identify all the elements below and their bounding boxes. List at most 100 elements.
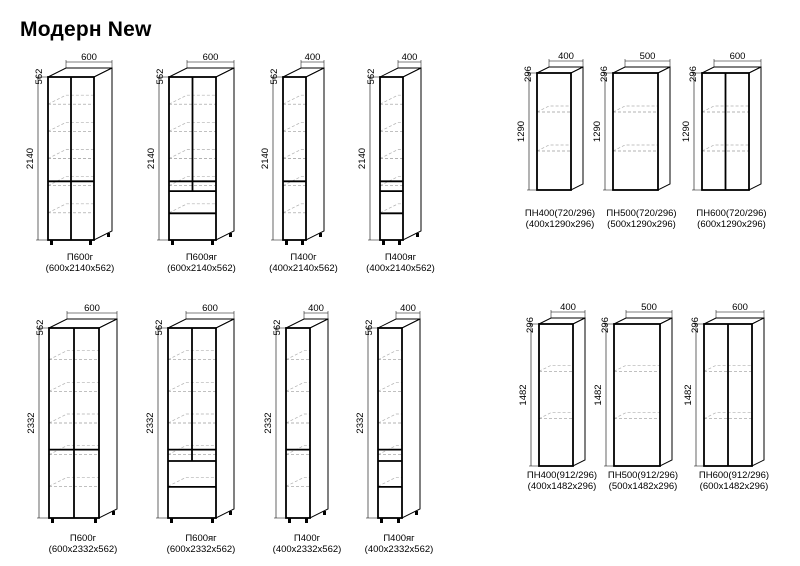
cabinet-name-caption: ПН400(912/296) [527, 470, 597, 481]
cabinet-front [613, 323, 661, 467]
cabinet-size-caption: (600х2332х562) [167, 544, 236, 555]
cabinet-side-face [751, 317, 765, 467]
height-dimension: 2140 [146, 148, 157, 169]
cabinet-side-face [659, 317, 673, 467]
height-dimension: 1290 [681, 121, 692, 142]
depth-dimension: 562 [269, 69, 280, 85]
depth-dimension: 562 [272, 320, 283, 336]
shelf-line [48, 476, 117, 487]
cabinet-leg [416, 233, 419, 237]
shelf-line [48, 381, 117, 392]
cabinet-leg [107, 233, 110, 237]
depth-dimension: 562 [155, 69, 166, 85]
cabinet-size-caption: (600х2140х562) [46, 263, 115, 274]
cabinet-name-caption: П400г [294, 533, 321, 544]
cabinet-size-caption: (600х1290х296) [697, 219, 766, 230]
cabinet-leg [305, 518, 308, 523]
cabinet-name-caption: П600яг [185, 533, 217, 544]
cabinet-name-caption: П600г [67, 252, 94, 263]
cabinet-side-face [215, 67, 235, 241]
cabinet-side-face [98, 318, 118, 519]
cabinet-leg [211, 518, 214, 523]
cabinet-leg [112, 511, 115, 515]
width-dimension: 400 [402, 52, 418, 63]
height-dimension: 2332 [355, 412, 366, 433]
depth-dimension: 296 [600, 317, 611, 333]
depth-dimension: 296 [599, 66, 610, 82]
cabinet-name-caption: П600г [70, 533, 97, 544]
cabinet-leg [170, 518, 173, 523]
shelf-line [48, 445, 117, 455]
cabinet-leg [229, 233, 232, 237]
depth-dimension: 296 [688, 66, 699, 82]
cabinet-side-face [570, 66, 584, 191]
cabinet-leg [171, 240, 174, 245]
cabinet-leg [415, 511, 418, 515]
cabinet-leg [397, 518, 400, 523]
height-dimension: 1482 [518, 384, 529, 405]
cabinet-front [377, 327, 403, 519]
cabinet-front [538, 323, 574, 467]
cabinet-leg [285, 240, 288, 245]
width-dimension: 500 [641, 302, 657, 313]
cabinet-leg [229, 511, 232, 515]
cabinet-size-caption: (400х1290х296) [526, 219, 595, 230]
height-dimension: 1290 [592, 121, 603, 142]
cabinet-name-caption: ПН400(720/296) [525, 208, 595, 219]
cabinet-leg [211, 240, 214, 245]
cabinet-front [285, 327, 311, 519]
cabinet-leg [398, 240, 401, 245]
cabinet-side-face [215, 318, 235, 519]
cabinet-leg [382, 240, 385, 245]
depth-dimension: 562 [35, 320, 46, 336]
cabinet-size-caption: (500х1482х296) [609, 481, 678, 492]
cabinet-side-face [748, 66, 762, 191]
cabinet-size-caption: (400х2140х562) [366, 263, 435, 274]
cabinet-leg [94, 518, 97, 523]
cabinet-front [282, 76, 307, 241]
width-dimension: 400 [558, 51, 574, 62]
height-dimension: 1290 [516, 121, 527, 142]
width-dimension: 600 [203, 52, 219, 63]
width-dimension: 600 [730, 51, 746, 62]
cabinet-name-caption: ПН500(912/296) [608, 470, 678, 481]
shelf-line [48, 350, 117, 360]
height-dimension: 1482 [683, 384, 694, 405]
width-dimension: 400 [305, 52, 321, 63]
height-dimension: 1482 [593, 384, 604, 405]
cabinet-name-caption: ПН600(912/296) [699, 470, 769, 481]
cabinet-side-face [93, 67, 113, 241]
cabinet-leg [50, 240, 53, 245]
cabinet-name-caption: П600яг [186, 252, 218, 263]
cabinet-name-caption: П400яг [385, 252, 417, 263]
cabinet-size-caption: (600х1482х296) [700, 481, 769, 492]
height-dimension: 2140 [357, 148, 368, 169]
cabinet-leg [51, 518, 54, 523]
cabinet-side-face [572, 317, 586, 467]
cabinet-size-caption: (600х2332х562) [49, 544, 118, 555]
shelf-line [48, 413, 117, 424]
width-dimension: 600 [202, 303, 218, 314]
cabinet-name-caption: П400г [290, 252, 317, 263]
width-dimension: 500 [640, 51, 656, 62]
cabinet-leg [319, 233, 322, 237]
cabinet-side-face [401, 318, 421, 519]
width-dimension: 600 [84, 303, 100, 314]
height-dimension: 2140 [260, 148, 271, 169]
cabinet-name-caption: ПН500(720/296) [606, 208, 676, 219]
cabinet-size-caption: (400х1482х296) [528, 481, 597, 492]
page-title: Модерн New [20, 18, 152, 41]
depth-dimension: 296 [690, 317, 701, 333]
depth-dimension: 562 [34, 69, 45, 85]
